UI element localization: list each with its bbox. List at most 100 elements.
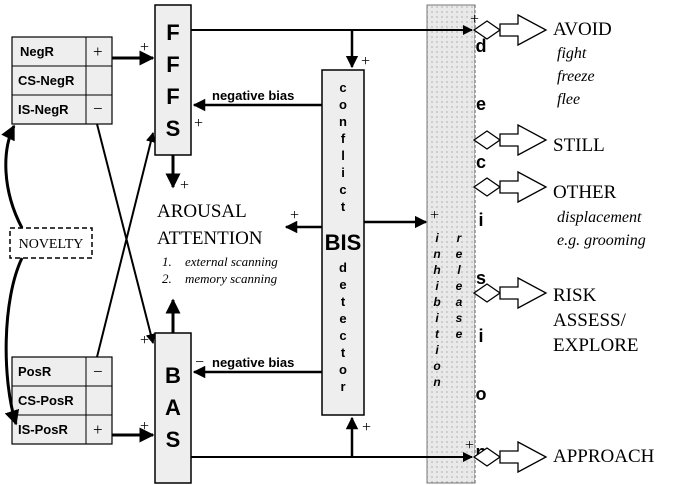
arousal-title: AROUSAL bbox=[157, 201, 247, 222]
bas-letter-3: S bbox=[166, 427, 181, 452]
release-letter-7: e bbox=[456, 327, 463, 341]
bis-conflict-letter-1: c bbox=[339, 80, 346, 95]
bis-detector-letter-3: t bbox=[341, 294, 346, 309]
posr-label: PosR bbox=[18, 364, 52, 379]
bis-detector-letter-6: t bbox=[341, 345, 346, 360]
plus-isposr-bas: + bbox=[140, 418, 149, 435]
bis-detector-letter-7: o bbox=[339, 362, 347, 377]
plus-bis-inhibition: + bbox=[430, 207, 439, 224]
plus-cross-bas: + bbox=[140, 332, 149, 349]
decision-letter-6: i bbox=[478, 326, 483, 346]
arousal-item-2-num: 2. bbox=[162, 271, 172, 286]
negative-input-box: NegR CS-NegR IS-NegR + − bbox=[11, 36, 113, 125]
decision-letter-7: o bbox=[476, 384, 487, 404]
bis-detector-letter-1: d bbox=[339, 260, 347, 275]
negr-label: NegR bbox=[20, 44, 55, 59]
assess-label: ASSESS/ bbox=[553, 310, 627, 331]
inhibition-letter-3: h bbox=[433, 263, 440, 277]
plus-avoid: + bbox=[470, 11, 479, 28]
is-posr-sign: + bbox=[93, 420, 103, 439]
decision-letter-5: s bbox=[476, 268, 486, 288]
inhibition-letter-1: i bbox=[435, 231, 439, 245]
bis-detector-letter-5: c bbox=[339, 328, 346, 343]
cs-posr-label: CS-PosR bbox=[18, 393, 74, 408]
other-sub-grooming: e.g. grooming bbox=[557, 232, 646, 249]
novelty-to-negative-arrow bbox=[1, 124, 24, 229]
other-output-arrow bbox=[499, 170, 548, 204]
bis-conflict-letter-6: i bbox=[341, 165, 345, 180]
plus-fffs-arousal: + bbox=[180, 177, 189, 194]
novelty-label: NOVELTY bbox=[19, 237, 84, 252]
is-negr-label: IS-NegR bbox=[18, 102, 69, 117]
avoid-sub-freeze: freeze bbox=[557, 68, 595, 85]
cs-negr-label: CS-NegR bbox=[18, 73, 75, 88]
negr-sign: + bbox=[93, 42, 103, 61]
approach-label: APPROACH bbox=[553, 446, 655, 467]
bis-conflict-letter-3: n bbox=[339, 114, 347, 129]
bis-conflict-letter-8: t bbox=[341, 199, 346, 214]
still-output-arrow bbox=[499, 123, 548, 157]
bis-conflict-letter-4: f bbox=[341, 131, 346, 146]
posr-cross-to-fffs-arrow bbox=[96, 132, 156, 358]
fffs-bias-label: negative bias bbox=[212, 88, 294, 103]
arousal-item-2: memory scanning bbox=[185, 271, 278, 286]
inhibition-letter-2: n bbox=[433, 247, 440, 261]
decision-letter-2: e bbox=[476, 94, 486, 114]
approach-output-arrow bbox=[499, 440, 548, 474]
decision-column bbox=[426, 4, 512, 484]
release-letter-6: s bbox=[456, 311, 463, 325]
release-letter-1: r bbox=[457, 231, 463, 245]
bis-conflict-letter-2: o bbox=[339, 97, 347, 112]
sign-markers: + + + + + + + + − + + + bbox=[140, 11, 479, 454]
posr-sign: − bbox=[93, 362, 103, 381]
decision-letter-4: i bbox=[478, 210, 483, 230]
inhibition-letter-6: i bbox=[435, 311, 439, 325]
novelty-to-positive-arrow bbox=[4, 257, 24, 426]
attention-title: ATTENTION bbox=[157, 228, 263, 249]
is-posr-label: IS-PosR bbox=[18, 422, 68, 437]
decision-letter-3: c bbox=[476, 152, 486, 172]
bis-conflict-letter-5: l bbox=[341, 148, 345, 163]
fffs-letter-4: S bbox=[166, 116, 181, 141]
risk-label: RISK bbox=[553, 285, 597, 306]
fffs-letter-3: F bbox=[166, 84, 179, 109]
arousal-item-1-num: 1. bbox=[162, 254, 172, 269]
explore-label: EXPLORE bbox=[553, 335, 639, 356]
bis-detector-letter-8: r bbox=[340, 379, 345, 394]
bas-bias-label: negative bias bbox=[212, 355, 294, 370]
bis-detector-letter-2: e bbox=[339, 277, 346, 292]
plus-bas-bis: + bbox=[362, 419, 371, 436]
avoid-output-arrow bbox=[499, 13, 548, 47]
avoid-label: AVOID bbox=[553, 19, 612, 40]
is-negr-sign: − bbox=[93, 99, 103, 118]
arousal-item-1: external scanning bbox=[185, 254, 278, 269]
plus-fffs-cross: + bbox=[194, 115, 203, 132]
bas-box: B A S bbox=[154, 332, 192, 484]
plus-fffs-bis: + bbox=[361, 53, 370, 70]
fffs-letter-1: F bbox=[166, 20, 179, 45]
inhibition-letter-4: i bbox=[435, 279, 439, 293]
bas-letter-2: A bbox=[165, 395, 181, 420]
positive-input-box: PosR CS-PosR IS-PosR − + bbox=[11, 356, 113, 445]
novelty-box: NOVELTY bbox=[9, 227, 93, 259]
fffs-letter-2: F bbox=[166, 52, 179, 77]
release-letter-3: l bbox=[457, 263, 461, 277]
fffs-box: F F F S bbox=[154, 4, 192, 156]
bis-detector-letter-4: e bbox=[339, 311, 346, 326]
risk-output-arrow bbox=[499, 276, 548, 310]
still-label: STILL bbox=[553, 135, 605, 156]
inhibition-letter-9: o bbox=[433, 359, 440, 373]
other-sub-displacement: displacement bbox=[557, 209, 642, 226]
release-letter-4: e bbox=[456, 279, 463, 293]
release-letter-5: a bbox=[456, 295, 463, 309]
avoid-sub-fight: fight bbox=[557, 45, 587, 62]
avoid-sub-flee: flee bbox=[557, 91, 580, 108]
bis-conflict-letter-7: c bbox=[339, 182, 346, 197]
plus-approach: + bbox=[465, 437, 474, 454]
